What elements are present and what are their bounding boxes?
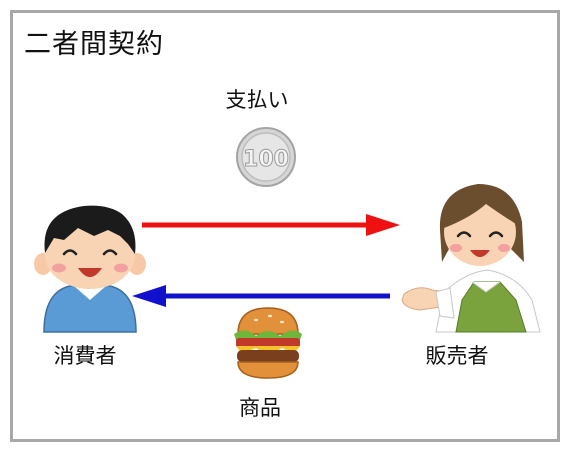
goods-arrow (132, 285, 390, 307)
diagram-title: 二者間契約 (24, 29, 164, 60)
seller-person-icon (401, 184, 541, 333)
payment-label: 支払い (225, 88, 289, 112)
coin-text: 100 (243, 147, 289, 172)
consumer-person-icon (34, 205, 146, 333)
consumer-label: 消費者 (53, 344, 117, 368)
coin-100-icon: 100 (236, 127, 296, 187)
hamburger-icon (234, 307, 302, 379)
seller-label: 販売者 (425, 344, 489, 368)
goods-label: 商品 (239, 396, 281, 420)
payment-arrow (142, 214, 400, 236)
diagram-frame (10, 10, 560, 442)
